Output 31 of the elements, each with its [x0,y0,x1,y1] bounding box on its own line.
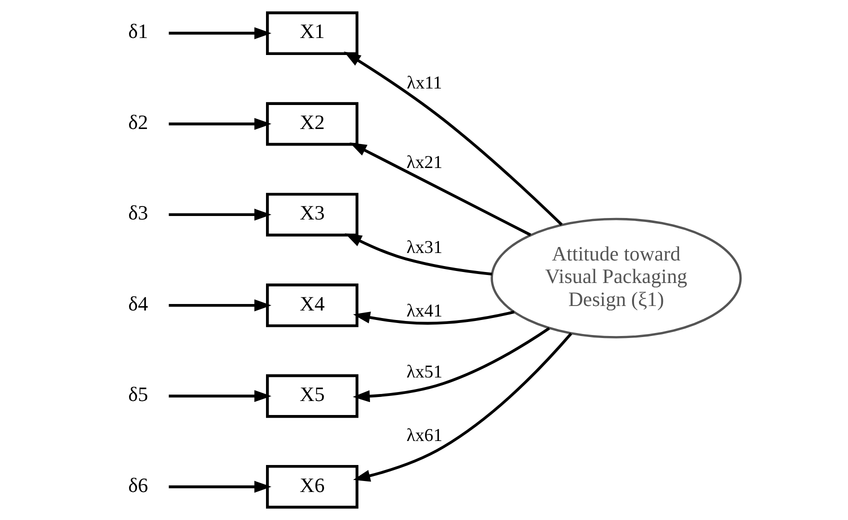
edge-label: λx61 [406,425,442,446]
node-box: X6 [266,464,358,509]
arrow [168,208,272,221]
node-box: X3 [266,192,358,236]
node-box: X2 [266,102,358,146]
node-box: X5 [266,374,358,418]
node-box: X4 [266,284,358,328]
arrow [168,299,272,312]
node-text: δ4 [128,293,148,316]
arrow [350,142,532,236]
arrow [353,310,514,325]
arrow [168,480,272,493]
edge-label: λx11 [406,72,442,93]
node-ellipse: Attitude toward Visual Packaging Design (ξ1) [490,218,742,338]
arrow [168,390,272,402]
node-text: δ2 [128,112,148,134]
edge-label: λx51 [406,362,442,382]
node-text: δ5 [128,384,148,406]
arrow [168,27,272,40]
arrow [344,52,563,226]
arrow [344,233,492,276]
edge-label: λx21 [406,152,442,172]
arrow [168,118,272,130]
node-box: X1 [266,11,358,56]
arrow [352,327,550,402]
node-text: δ1 [128,21,148,44]
arrow [353,332,572,482]
edge-label: λx31 [406,236,442,257]
node-text: δ3 [128,202,148,225]
node-text: δ6 [128,474,148,497]
edge-label: λx41 [406,300,442,320]
